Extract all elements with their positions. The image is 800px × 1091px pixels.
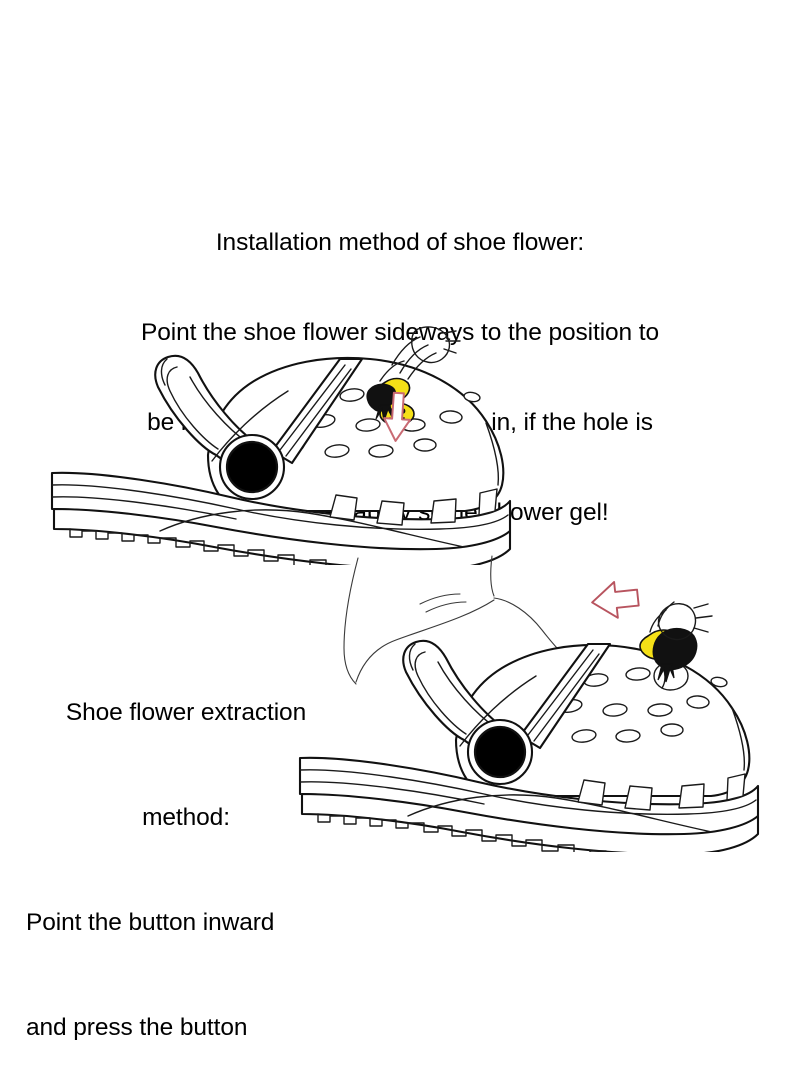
extraction-arrow-left: [591, 581, 640, 619]
shoe-pivot-button-group-2: [466, 718, 534, 786]
shoe-vamp-seams: [211, 390, 500, 486]
installation-line-1: Point the shoe flower sideways to the po…: [140, 319, 660, 346]
shoe-side-vent-slots-2: [577, 773, 746, 811]
extraction-heading-2: method:: [142, 804, 230, 831]
extraction-line-2: and press the button: [26, 1014, 248, 1041]
extraction-hand-group: [649, 601, 713, 641]
pivot-button-disc: [225, 440, 279, 494]
pressing-hand-group: [379, 326, 461, 382]
installation-heading: Installation method of shoe flower:: [215, 229, 585, 256]
figure-extraction-illustration: [270, 552, 790, 866]
shoe-vamp-seams-2: [459, 675, 746, 771]
pivot-button-disc-2: [473, 725, 527, 779]
shoe-side-vent-slots: [329, 488, 498, 526]
charm-being-removed: [639, 627, 698, 683]
extraction-heading-1: Shoe flower extraction: [65, 699, 307, 726]
shoe-sole-group: [50, 471, 512, 581]
shoe-strap-upper-branch: [270, 357, 364, 465]
figure-installation-illustration: [40, 325, 540, 581]
shoe-pivot-button-group: [218, 433, 286, 501]
extraction-instructions: Shoe flower extraction method: Point the…: [26, 625, 346, 1091]
extraction-line-1: Point the button inward: [26, 909, 275, 936]
insertion-arrow-down: [383, 391, 412, 442]
shoe-strap-upper-branch-2: [518, 642, 612, 750]
